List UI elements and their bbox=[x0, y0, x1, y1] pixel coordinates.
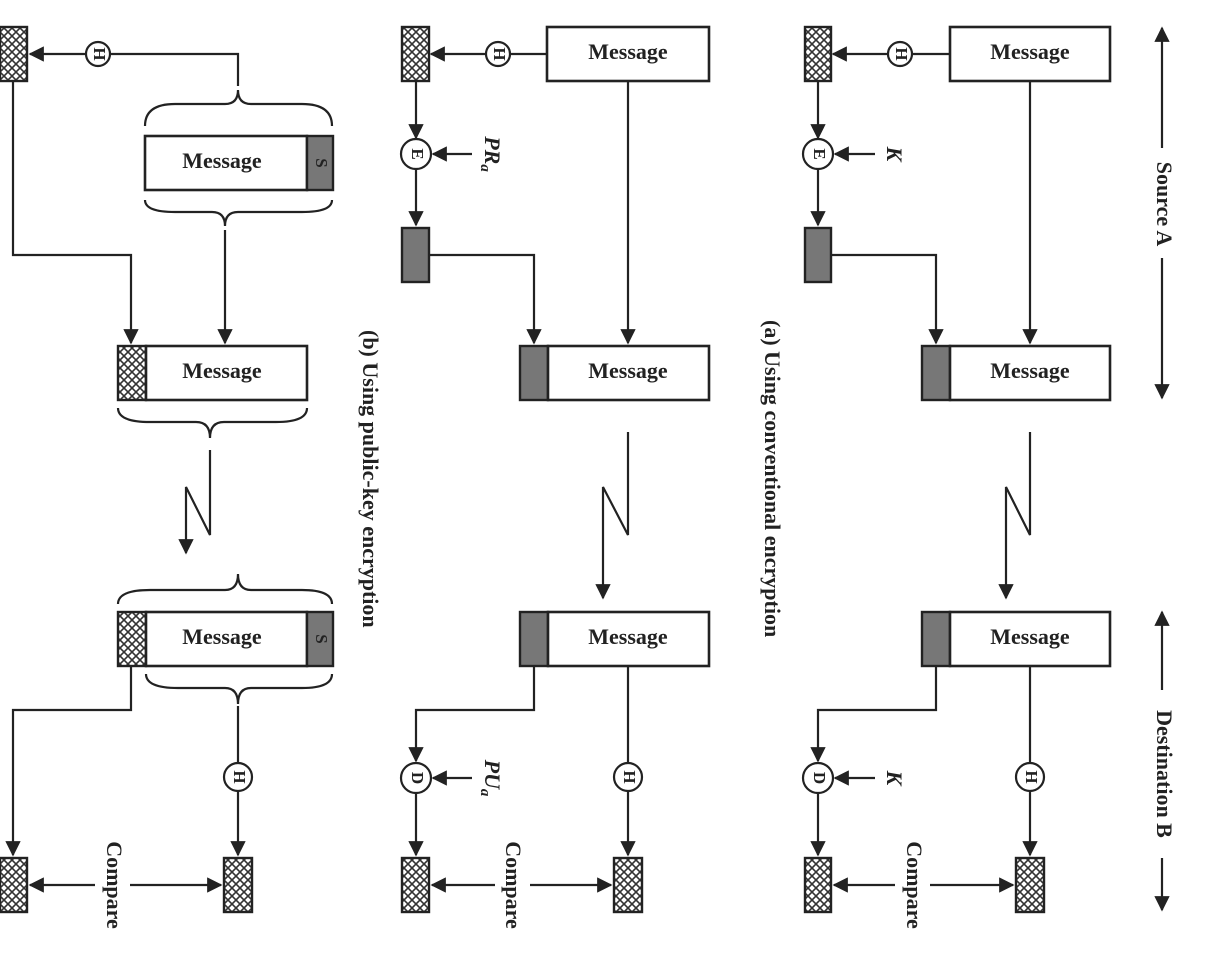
c-compare-label: Compare bbox=[102, 841, 127, 929]
a-source-message-label: Message bbox=[990, 39, 1070, 64]
a-mac-block bbox=[803, 226, 833, 284]
b-decrypted-hash-block bbox=[400, 856, 431, 914]
a-hash-value-block bbox=[803, 25, 833, 83]
svg-text:H: H bbox=[90, 47, 109, 60]
panel-b-top: Message H E PRa Message Message H D PUa bbox=[399, 25, 711, 929]
c-received-secret bbox=[305, 610, 335, 668]
c-received-message-box bbox=[144, 610, 309, 668]
c-dest-hash-block bbox=[222, 856, 254, 914]
a-decrypted-hash-block bbox=[803, 856, 833, 914]
b-received-sig bbox=[518, 610, 550, 668]
b-hash-value-block bbox=[400, 25, 431, 83]
c-secret-label: S bbox=[312, 158, 331, 167]
c-combined-message-box bbox=[144, 344, 309, 402]
b-combined-sig bbox=[518, 344, 550, 402]
a-source-message-box bbox=[948, 25, 1112, 83]
b-key-pu-label: PUa bbox=[477, 759, 505, 797]
c-hash-value-block bbox=[0, 25, 29, 83]
c-received-hash bbox=[116, 610, 148, 668]
caption-b: (b) Using public-key encryption bbox=[358, 330, 383, 628]
a-key-k-label: K bbox=[882, 146, 907, 163]
svg-text:Message: Message bbox=[990, 624, 1070, 649]
svg-text:Message: Message bbox=[182, 624, 262, 649]
svg-text:S: S bbox=[312, 634, 331, 643]
panel-c: H Message S Message Message S H bbox=[0, 25, 335, 929]
source-a-label: Source A bbox=[1152, 162, 1177, 247]
svg-text:H: H bbox=[1022, 770, 1041, 783]
a-compare-label: Compare bbox=[902, 841, 927, 929]
c-combined-hash bbox=[116, 344, 148, 402]
svg-text:H: H bbox=[620, 770, 639, 783]
c-source-message-box bbox=[143, 134, 309, 192]
svg-text:H: H bbox=[490, 47, 509, 60]
svg-text:E: E bbox=[408, 148, 427, 159]
svg-text:H: H bbox=[230, 770, 249, 783]
b-received-message-box bbox=[546, 610, 711, 668]
svg-text:Message: Message bbox=[182, 358, 262, 383]
svg-text:D: D bbox=[408, 772, 427, 784]
svg-text:Message: Message bbox=[990, 358, 1070, 383]
a-dest-key-k-label: K bbox=[882, 770, 907, 787]
svg-text:Message: Message bbox=[588, 624, 668, 649]
svg-text:Message: Message bbox=[588, 39, 668, 64]
c-transmission-arrow bbox=[178, 450, 212, 555]
svg-text:Message: Message bbox=[182, 148, 262, 173]
a-combined-mac bbox=[920, 344, 952, 402]
b-compare-label: Compare bbox=[501, 841, 526, 929]
b-dest-hash-block bbox=[612, 856, 644, 914]
a-received-mac bbox=[920, 610, 952, 668]
svg-text:Message: Message bbox=[588, 358, 668, 383]
caption-a: (a) Using conventional encryption bbox=[760, 320, 785, 637]
b-transmission-arrow bbox=[595, 432, 630, 600]
b-signature-block bbox=[400, 226, 431, 284]
a-dest-hash-block bbox=[1014, 856, 1046, 914]
a-transmission-arrow bbox=[998, 432, 1032, 600]
destination-b-label: Destination B bbox=[1152, 710, 1177, 838]
svg-text:E: E bbox=[810, 148, 829, 159]
c-received-hash-block bbox=[0, 856, 29, 914]
a-combined-message-box bbox=[948, 344, 1112, 402]
b-combined-message-box bbox=[546, 344, 711, 402]
b-key-pr-label: PRa bbox=[477, 135, 505, 172]
svg-text:D: D bbox=[810, 772, 829, 784]
panel-a: Message H E K Message Message H bbox=[801, 25, 1112, 929]
c-secret-block bbox=[305, 134, 335, 192]
svg-text:H: H bbox=[892, 47, 911, 60]
